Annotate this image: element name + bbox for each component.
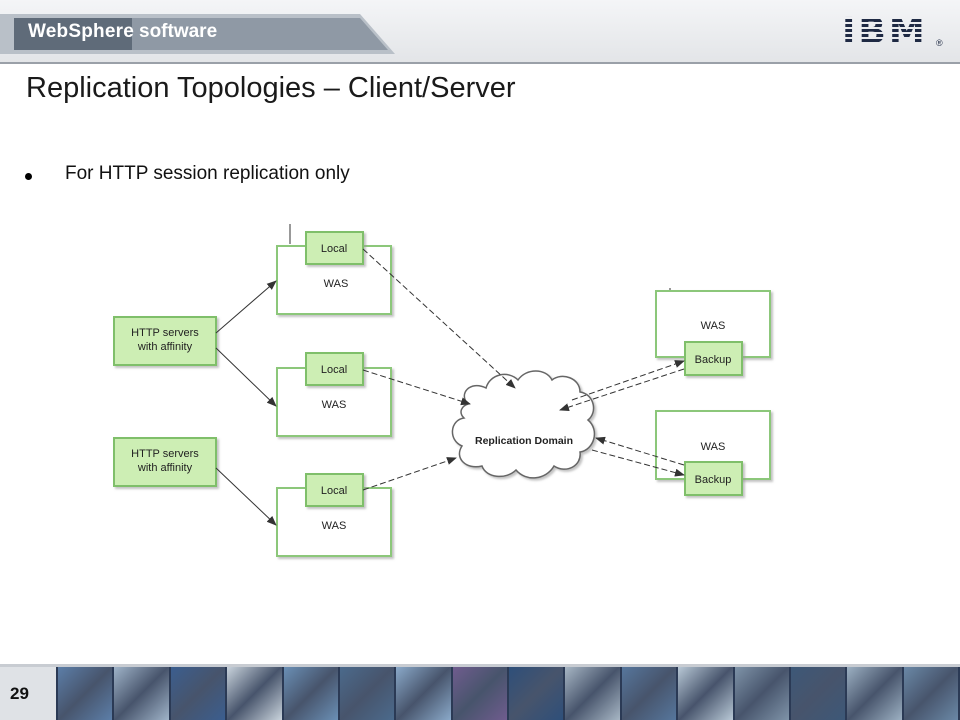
brand-secondary: software bbox=[139, 21, 218, 42]
arrow-domain-backup1 bbox=[571, 360, 685, 401]
footer-image-tile bbox=[114, 667, 169, 720]
footer-image-tile bbox=[565, 667, 620, 720]
footer-image-tile bbox=[790, 667, 846, 720]
page-number-box bbox=[0, 667, 56, 720]
backup-tag-2: Backup bbox=[695, 474, 732, 486]
was-backup-label-1: WAS bbox=[701, 320, 726, 332]
backup-tag-1: Backup bbox=[695, 354, 732, 366]
replication-domain-label: Replication Domain bbox=[475, 435, 573, 447]
was-backup-node-1: WAS Backup bbox=[655, 290, 771, 376]
arrow-local1-domain bbox=[362, 248, 516, 389]
slide-title: Replication Topologies – Client/Server bbox=[26, 72, 516, 104]
was-label-1: WAS bbox=[324, 278, 349, 290]
footer-image-tile bbox=[847, 667, 902, 720]
bullet-icon bbox=[25, 173, 32, 180]
footer-image-tile bbox=[170, 667, 226, 720]
http-server-label-1a: HTTP servers bbox=[131, 327, 199, 339]
arrow-http2-was3 bbox=[215, 467, 277, 526]
arrow-local3-domain bbox=[362, 457, 457, 491]
arrow-http1-was2 bbox=[215, 347, 277, 407]
was-label-3: WAS bbox=[322, 520, 347, 532]
header-bar: WebSphere software IBM ® bbox=[0, 0, 960, 64]
footer-image-tile bbox=[452, 667, 507, 720]
footer-image-tile bbox=[734, 667, 789, 720]
local-tag-1: Local bbox=[321, 243, 347, 255]
ibm-logo: IBM bbox=[842, 11, 928, 52]
http-server-label-1b: with affinity bbox=[137, 341, 193, 353]
registered-mark-icon: ® bbox=[936, 38, 943, 48]
http-server-node-1: HTTP servers with affinity bbox=[113, 316, 217, 366]
arrow-local2-domain bbox=[362, 369, 471, 406]
footer-image-tile bbox=[283, 667, 338, 720]
http-server-label-2a: HTTP servers bbox=[131, 448, 199, 460]
bullet-text: For HTTP session replication only bbox=[65, 163, 350, 184]
was-local-node-2: WAS Local bbox=[276, 352, 392, 437]
http-server-label-2b: with affinity bbox=[137, 462, 193, 474]
footer-image-tile bbox=[903, 667, 958, 720]
footer-strip bbox=[0, 664, 960, 667]
footer-image-tile bbox=[396, 667, 451, 720]
arrow-backup1-domain bbox=[559, 368, 685, 411]
brand-primary: WebSphere bbox=[28, 21, 134, 42]
was-backup-label-2: WAS bbox=[701, 441, 726, 453]
footer-image-tile bbox=[227, 667, 282, 720]
arrow-backup2-domain bbox=[595, 436, 685, 466]
http-server-node-2: HTTP servers with affinity bbox=[113, 437, 217, 487]
was-local-node-1: WAS Local bbox=[276, 231, 392, 315]
local-tag-3: Local bbox=[321, 485, 347, 497]
was-local-node-3: WAS Local bbox=[276, 473, 392, 557]
replication-domain-cloud: Replication Domain bbox=[451, 370, 596, 479]
page-number: 29 bbox=[10, 684, 29, 703]
websphere-badge bbox=[0, 14, 395, 54]
was-backup-node-2: WAS Backup bbox=[655, 410, 771, 496]
local-tag-2: Local bbox=[321, 364, 347, 376]
was-label-2: WAS bbox=[322, 399, 347, 411]
footer-image-tile bbox=[339, 667, 395, 720]
footer-image-tile bbox=[621, 667, 677, 720]
footer-image-tile bbox=[509, 667, 564, 720]
arrow-http1-was1 bbox=[215, 280, 277, 334]
footer-image-tile bbox=[678, 667, 733, 720]
footer-image-tile bbox=[58, 667, 113, 720]
arrow-domain-backup2 bbox=[591, 449, 685, 477]
